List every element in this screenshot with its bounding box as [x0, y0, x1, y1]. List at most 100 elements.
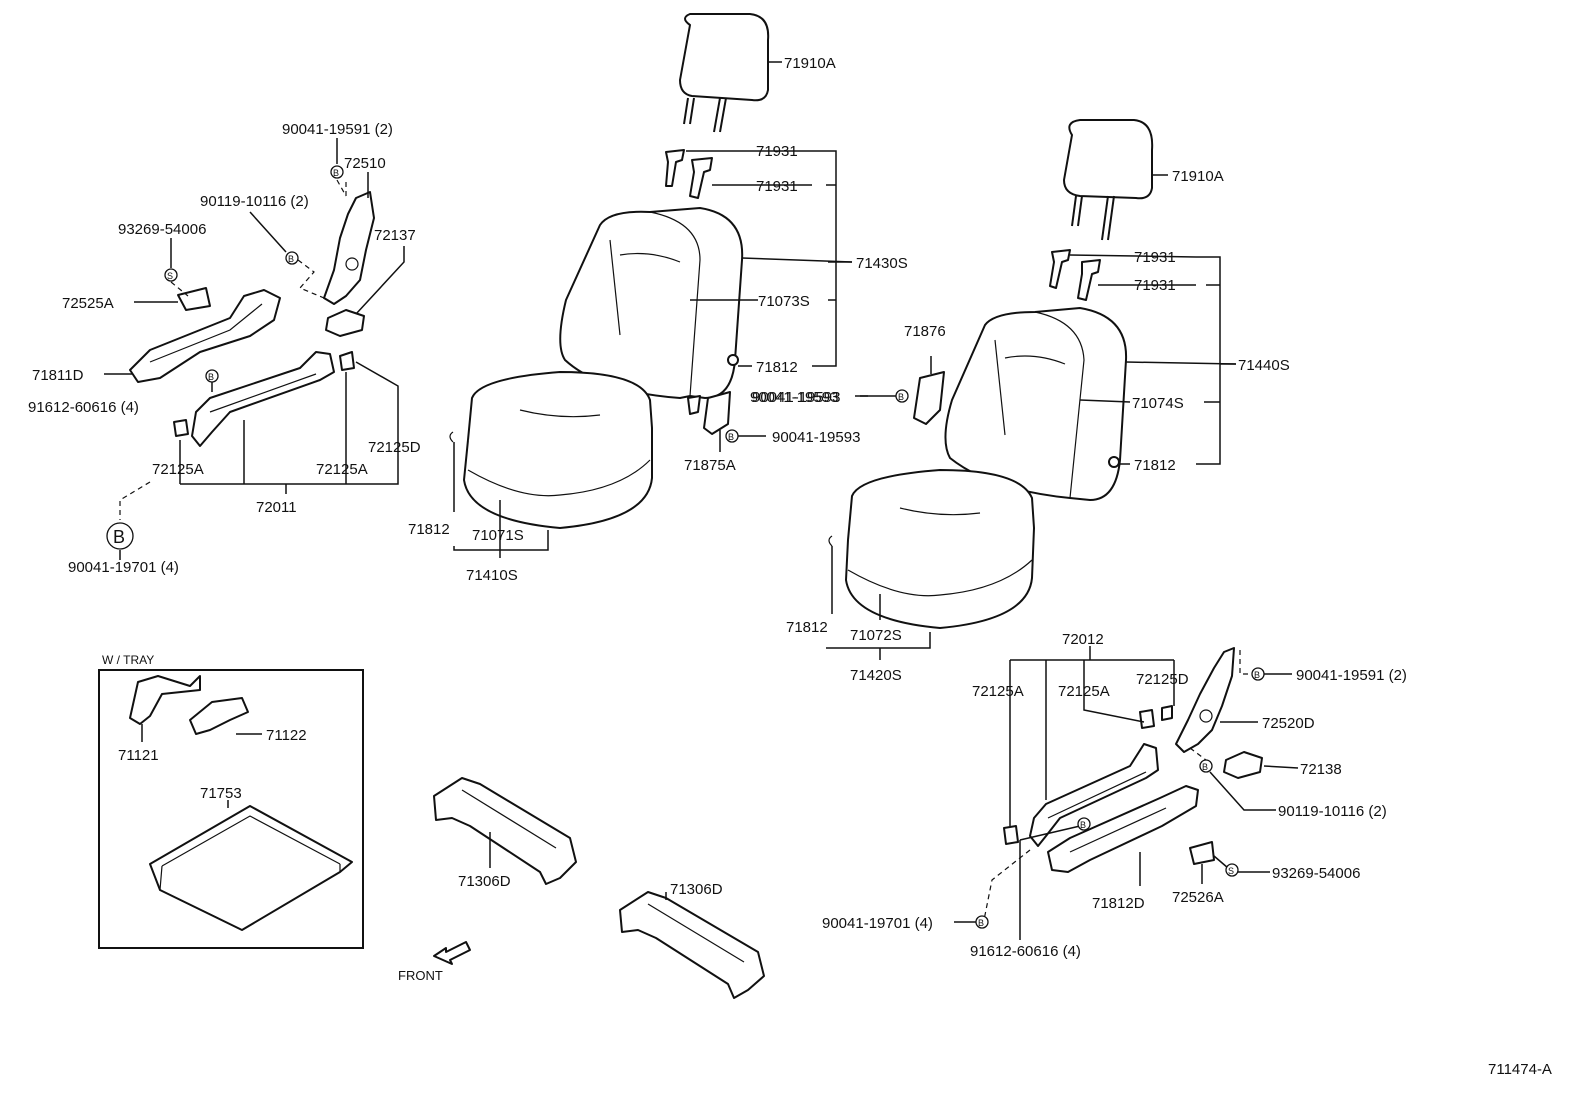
svg-text:B: B: [1080, 820, 1086, 830]
left-cushion-clip-label: 71812: [408, 521, 450, 538]
left-headrest-supports-drawing: [665, 149, 713, 199]
tray-box-label: W / TRAY: [102, 653, 154, 667]
right-hinge-bolt-marker: B: [895, 389, 909, 403]
svg-text:S: S: [1228, 866, 1234, 876]
left-floor-bolt-marker: B: [113, 527, 125, 547]
right-track-drawing: [1003, 705, 1173, 847]
left-adjuster-leaders: [104, 138, 405, 560]
left-back-assy-label: 71430S: [856, 255, 908, 272]
left-recliner-cover-bolt-label: 90119-10116 (2): [200, 193, 309, 210]
left-lever-drawing: [177, 287, 211, 311]
left-knob-drawing: [325, 309, 365, 337]
floor-bracket-2-drawing: [619, 891, 765, 999]
right-headrest-drawing: [1063, 119, 1154, 241]
right-support-1-label: 71931: [1134, 249, 1176, 266]
left-recliner-label: 72510: [344, 155, 386, 172]
left-track-drawing: [173, 351, 355, 447]
left-stopper-d-label: 72125D: [368, 439, 421, 456]
svg-text:B: B: [208, 372, 214, 382]
right-track-bolt-label: 91612-60616 (4): [970, 943, 1081, 960]
floor-bracket-1-label: 71306D: [458, 873, 511, 890]
left-stopper-a-left-label: 72125A: [152, 461, 204, 478]
left-support-2-label: 71931: [756, 178, 798, 195]
left-seat-clips-drawing: [449, 354, 739, 443]
left-recliner-bolt-label: 90041-19591 (2): [282, 121, 393, 138]
right-seat-leaders: [826, 174, 1237, 660]
right-seat: B 71910A 71931 71931 71440S 71074S 71812…: [750, 119, 1290, 684]
svg-text:B: B: [728, 432, 734, 442]
left-adjuster: B B S B B 90041-19591 (2) 72510 90119-10…: [28, 121, 421, 576]
left-track-label: 72011: [256, 499, 297, 516]
left-support-1-label: 71931: [756, 143, 798, 160]
tray-bracket-1-label: 71121: [118, 747, 159, 764]
left-headrest-drawing: [679, 13, 770, 133]
right-back-cover-label: 71074S: [1132, 395, 1184, 412]
right-seat-cushion-drawing: [845, 469, 1035, 629]
right-cushion-clip-label: 71812: [786, 619, 828, 636]
left-seat-leaders: [453, 61, 868, 558]
right-headrest-label: 71910A: [1172, 168, 1224, 185]
tray-bracket-2-label: 71122: [266, 727, 307, 744]
right-seat-back-drawing: [944, 307, 1128, 501]
right-floor-bolt-label: 90041-19701 (4): [822, 915, 933, 932]
left-cushion-cover-label: 71071S: [472, 527, 524, 544]
floor-brackets: 71306D 71306D: [433, 777, 765, 999]
right-cushion-cover-label: 71072S: [850, 627, 902, 644]
right-knob-drawing: [1223, 751, 1263, 779]
left-hinge-bolt-1-label: 90041-19593: [752, 389, 840, 406]
tray-bracket-1-drawing: [129, 675, 201, 725]
right-hinge-part-label: 71876: [904, 323, 946, 340]
left-adjuster-markers: B B S B B: [106, 165, 344, 550]
svg-text:B: B: [898, 392, 904, 402]
floor-bracket-1-drawing: [433, 777, 577, 885]
right-stopper-a-left-label: 72125A: [972, 683, 1024, 700]
right-adjuster-markers: B B S B B: [975, 667, 1265, 929]
left-hinge-cover-label: 71875A: [684, 457, 736, 474]
left-hinge-bolt-2-label: 90041-19593: [772, 429, 860, 446]
left-stopper-a-right-label: 72125A: [316, 461, 368, 478]
right-lever-drawing: [1189, 841, 1215, 865]
right-recliner-bolt-label: 90041-19591 (2): [1296, 667, 1407, 684]
front-arrow: FRONT: [398, 941, 471, 983]
left-hinge-bolt-marker: B: [725, 429, 739, 443]
left-knob-label: 72137: [374, 227, 416, 244]
svg-text:B: B: [288, 254, 294, 264]
svg-text:B: B: [978, 918, 984, 928]
right-recliner-cover-bolt-label: 90119-10116 (2): [1278, 803, 1387, 820]
left-seat-cushion-drawing: [463, 371, 653, 529]
front-label: FRONT: [398, 968, 443, 983]
right-lever-label: 72526A: [1172, 889, 1224, 906]
left-back-clip-label: 71812: [756, 359, 798, 376]
right-shield-label: 71812D: [1092, 895, 1145, 912]
right-knob-label: 72138: [1300, 761, 1342, 778]
right-stopper-a-mid-label: 72125A: [1058, 683, 1110, 700]
left-screw-label: 93269-54006: [118, 221, 206, 238]
right-back-assy-label: 71440S: [1238, 357, 1290, 374]
left-seat: 71910A 71931 71931 71430S 71073S 71812 7…: [408, 13, 908, 584]
right-seat-clips-drawing: [828, 371, 1120, 547]
left-shield-label: 71811D: [32, 367, 84, 384]
svg-text:B: B: [1202, 762, 1208, 772]
tray-box: W / TRAY 71121 71122 71753: [98, 653, 364, 949]
right-recliner-drawing: [1175, 647, 1235, 753]
left-track-bolt-label: 91612-60616 (4): [28, 399, 139, 416]
right-cushion-assy-label: 71420S: [850, 667, 902, 684]
right-hinge-bolt-label: 90041-19593: [750, 389, 838, 406]
right-headrest-supports-drawing: [1049, 249, 1101, 301]
left-back-cover-label: 71073S: [758, 293, 810, 310]
right-track-label: 72012: [1062, 631, 1104, 648]
svg-text:B: B: [333, 168, 339, 178]
tray-bracket-2-drawing: [189, 697, 249, 735]
right-adjuster-leaders: [954, 646, 1299, 940]
left-lever-label: 72525A: [62, 295, 114, 312]
right-stopper-d-label: 72125D: [1136, 671, 1189, 688]
left-shield-drawing: [129, 289, 281, 383]
left-recliner-drawing: [323, 180, 375, 305]
tray-drawing: [149, 805, 353, 931]
right-screw-label: 93269-54006: [1272, 865, 1360, 882]
left-headrest-label: 71910A: [784, 55, 836, 72]
right-back-clip-label: 71812: [1134, 457, 1176, 474]
left-cushion-assy-label: 71410S: [466, 567, 518, 584]
diagram-code: 711474-A: [1488, 1061, 1552, 1078]
